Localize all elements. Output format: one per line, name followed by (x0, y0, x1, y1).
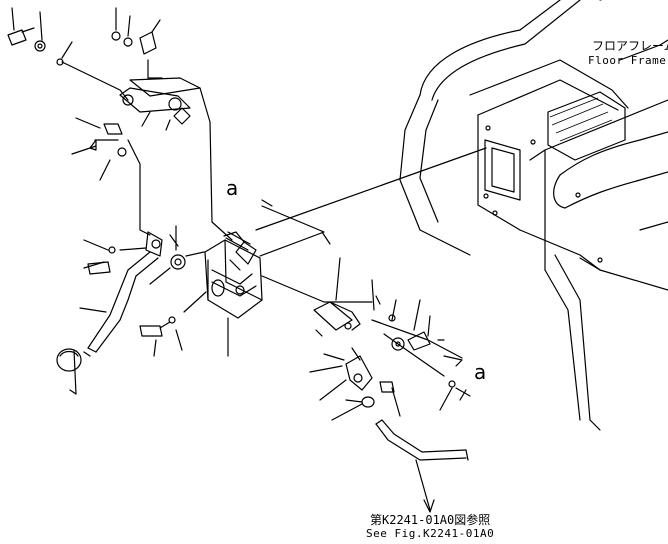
floor-frame-label-jp: フロアフレーム (592, 39, 668, 53)
pedal-bracket (119, 59, 233, 241)
floor-frame (399, 0, 668, 431)
lower-lever (309, 353, 469, 513)
reference-label-a-upper: a (226, 176, 239, 200)
see-figure-label-en: See Fig.K2241-01A0 (366, 527, 495, 540)
tie-rod (225, 199, 273, 251)
control-module (139, 225, 263, 357)
see-figure-label-jp: 第K2241-01A0図参照 (370, 513, 491, 527)
reference-label-a-lower: a (474, 360, 487, 384)
shift-lever (56, 231, 163, 395)
reference-leaders (255, 147, 487, 367)
cable-pin-group (313, 257, 471, 411)
top-left-hardware (7, 7, 161, 101)
left-bolt-group (71, 117, 151, 236)
floor-frame-label-en: Floor Frame (588, 54, 667, 67)
